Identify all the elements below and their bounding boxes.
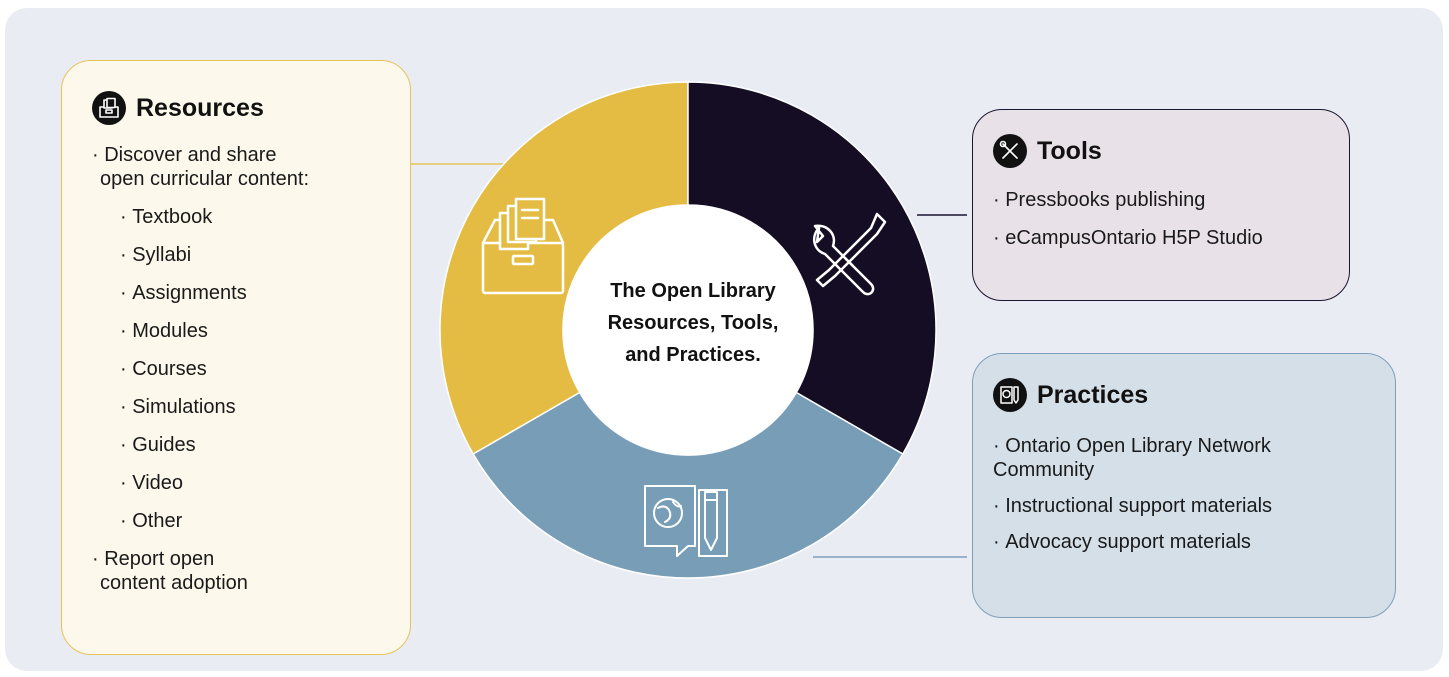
center-title: The Open Library Resources, Tools, and P… bbox=[567, 275, 819, 371]
list-item: Textbook bbox=[92, 205, 384, 229]
list-item: Syllabi bbox=[92, 243, 384, 267]
file-drawer-icon bbox=[481, 197, 565, 295]
diagram-canvas: The Open Library Resources, Tools, and P… bbox=[5, 8, 1443, 671]
list-item: Ontario Open Library Network Community bbox=[993, 434, 1323, 482]
list-item: Assignments bbox=[92, 281, 384, 305]
resources-list: Discover and share open curricular conte… bbox=[92, 143, 384, 595]
ring-diagram bbox=[406, 81, 967, 579]
list-item: Courses bbox=[92, 357, 384, 381]
resources-heading: Resources bbox=[92, 91, 384, 125]
list-item: Report open bbox=[92, 547, 384, 571]
list-item: Guides bbox=[92, 433, 384, 457]
tools-card: Tools Pressbooks publishing eCampusOntar… bbox=[972, 109, 1350, 301]
tools-list: Pressbooks publishing eCampusOntario H5P… bbox=[993, 188, 1329, 250]
practices-card: Practices Ontario Open Library Network C… bbox=[972, 353, 1396, 618]
list-item-continuation: content adoption bbox=[100, 572, 248, 594]
list-item: Modules bbox=[92, 319, 384, 343]
list-item: Video bbox=[92, 471, 384, 495]
globe-pencil-document-icon bbox=[993, 378, 1027, 412]
globe-pencil-document-icon bbox=[644, 485, 728, 557]
list-item: Other bbox=[92, 509, 384, 533]
practices-heading: Practices bbox=[993, 378, 1375, 412]
practices-title: Practices bbox=[1037, 380, 1149, 409]
tools-heading: Tools bbox=[993, 134, 1329, 168]
list-item: eCampusOntario H5P Studio bbox=[993, 226, 1329, 250]
list-item: Pressbooks publishing bbox=[993, 188, 1329, 212]
list-item: Instructional support materials bbox=[993, 494, 1375, 518]
tools-title: Tools bbox=[1037, 136, 1102, 165]
wrench-screwdriver-icon bbox=[812, 212, 887, 296]
file-drawer-icon bbox=[92, 91, 126, 125]
list-item: Discover and share bbox=[92, 143, 384, 167]
list-item: Advocacy support materials bbox=[993, 530, 1375, 554]
resources-card: Resources Discover and share open curric… bbox=[61, 60, 411, 655]
center-title-line: and Practices. bbox=[625, 344, 761, 366]
center-hole bbox=[563, 205, 813, 455]
list-item: Simulations bbox=[92, 395, 384, 419]
center-title-line: The Open Library bbox=[610, 280, 776, 302]
resources-title: Resources bbox=[136, 93, 264, 122]
center-title-line: Resources, Tools, bbox=[607, 312, 779, 334]
practices-list: Ontario Open Library Network Community I… bbox=[993, 434, 1375, 554]
wrench-screwdriver-icon bbox=[993, 134, 1027, 168]
list-item-continuation: open curricular content: bbox=[100, 168, 310, 190]
